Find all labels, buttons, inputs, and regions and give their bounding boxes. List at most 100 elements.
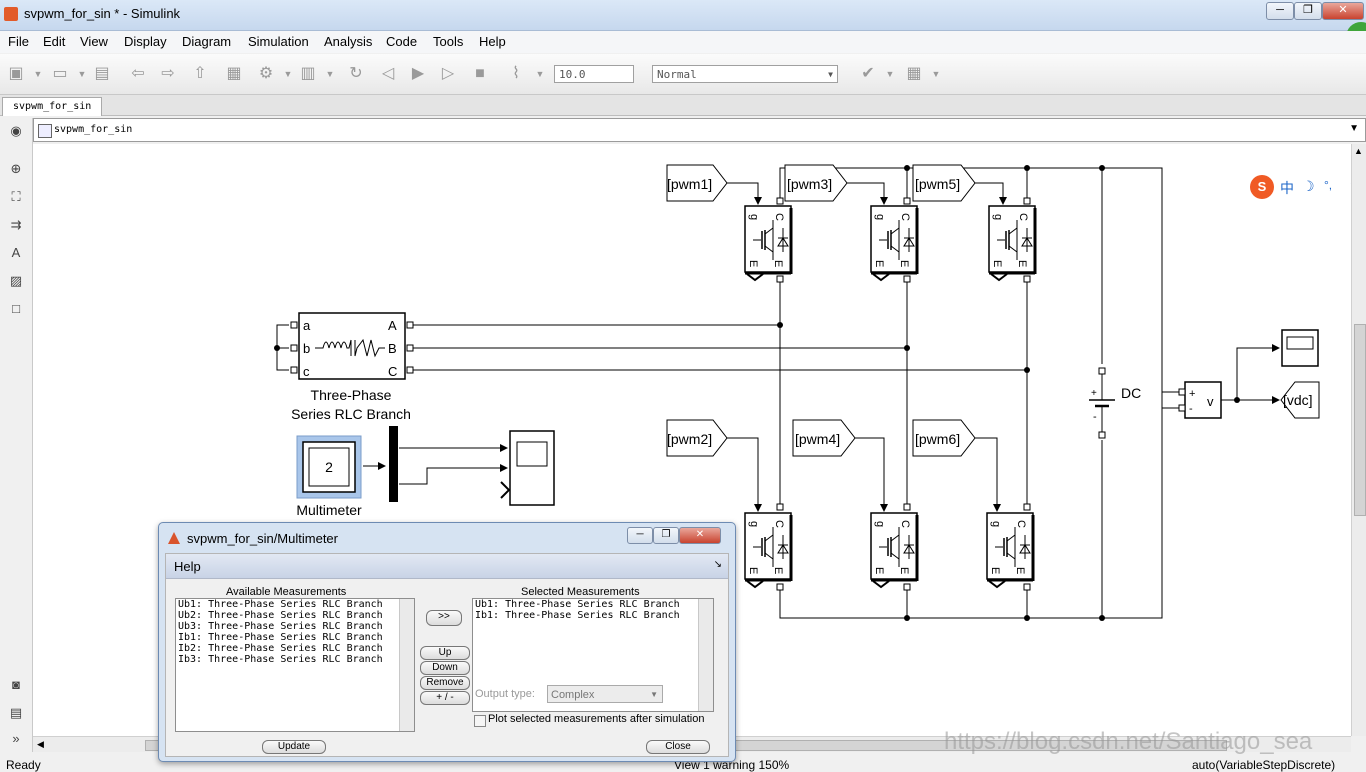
chevron-down-icon[interactable]: ▼ — [931, 69, 941, 79]
chevron-down-icon[interactable]: ▼ — [1349, 123, 1359, 134]
plot-after-simulation-checkbox[interactable] — [474, 715, 486, 727]
scroll-up-arrow-icon[interactable]: ▲ — [1354, 146, 1363, 156]
scope-block-2[interactable] — [1281, 329, 1319, 367]
arrows-icon[interactable]: ⇉ — [10, 217, 22, 232]
igbt-1[interactable] — [743, 204, 793, 282]
menu-display[interactable]: Display — [124, 34, 167, 49]
save-icon[interactable]: ▤ — [94, 65, 110, 82]
move-down-button[interactable]: Down — [420, 661, 470, 675]
model-explorer-icon[interactable]: ▥ — [300, 65, 316, 82]
multimeter-block[interactable]: 2 Multimeter — [296, 435, 362, 518]
stop-time-input[interactable]: 10.0 — [554, 65, 634, 83]
vertical-scrollbar[interactable]: ▲ — [1351, 144, 1366, 736]
list-item[interactable]: Ub3: Three-Phase Series RLC Branch — [178, 621, 383, 632]
chevron-down-icon[interactable]: ▼ — [33, 69, 43, 79]
loop-icon[interactable]: ↻ — [349, 65, 363, 82]
goto-tag-pwm1[interactable]: [pwm1] — [666, 164, 728, 202]
fit-view-icon[interactable]: ⛶ — [11, 189, 21, 204]
punctuation-icon[interactable]: °, — [1324, 178, 1333, 192]
igbt-5[interactable] — [987, 204, 1037, 282]
list-item[interactable]: Ib3: Three-Phase Series RLC Branch — [178, 654, 383, 665]
breadcrumb[interactable]: svpwm_for_sin ▼ — [33, 118, 1366, 142]
up-arrow-icon[interactable]: ⇧ — [193, 65, 207, 82]
remove-button[interactable]: Remove — [420, 676, 470, 690]
back-arrow-icon[interactable]: ⇦ — [131, 65, 145, 82]
list-item[interactable]: Ub1: Three-Phase Series RLC Branch — [475, 599, 680, 610]
goto-tag-pwm3[interactable]: [pwm3] — [784, 164, 848, 202]
new-model-icon[interactable]: ▣ — [8, 65, 24, 82]
available-measurements-list[interactable]: Ub1: Three-Phase Series RLC Branch Ub2: … — [175, 598, 415, 732]
scope-icon[interactable]: ⌇ — [512, 65, 520, 82]
plus-minus-button[interactable]: + / - — [420, 691, 470, 705]
menu-code[interactable]: Code — [386, 34, 418, 49]
goto-tag-pwm2[interactable]: [pwm2] — [666, 419, 728, 457]
step-back-icon[interactable]: ◁ — [381, 65, 395, 82]
step-forward-icon[interactable]: ▷ — [441, 65, 455, 82]
close-dialog-button[interactable]: Close — [646, 740, 710, 754]
add-measurement-button[interactable]: >> — [426, 610, 462, 626]
dialog-minimize-button[interactable]: ─ — [627, 527, 653, 544]
area-icon[interactable]: □ — [12, 301, 20, 316]
ime-toolbar[interactable]: S 中 ☽ °, ▼ — [1248, 174, 1366, 200]
menu-help[interactable]: Help — [479, 34, 506, 49]
move-up-button[interactable]: Up — [420, 646, 470, 660]
zoom-icon[interactable]: ⊕ — [10, 161, 22, 176]
forward-arrow-icon[interactable]: ⇨ — [161, 65, 175, 82]
igbt-3[interactable] — [869, 204, 919, 282]
chevron-down-icon[interactable]: ▼ — [535, 69, 545, 79]
open-folder-icon[interactable]: ▭ — [52, 65, 68, 82]
scope-block-1[interactable] — [500, 430, 555, 506]
list-item[interactable]: Ib1: Three-Phase Series RLC Branch — [475, 610, 680, 621]
three-phase-rlc-block[interactable]: a b c A B C Three-Phase Series RLC Branc… — [290, 312, 414, 422]
igbt-4[interactable] — [869, 511, 919, 589]
run-icon[interactable]: ▶ — [411, 65, 425, 82]
goto-tag-pwm4[interactable]: [pwm4] — [792, 419, 856, 457]
camera-icon[interactable]: ◙ — [12, 677, 20, 692]
tab-svpwm-for-sin[interactable]: svpwm_for_sin — [2, 97, 103, 116]
help-menu[interactable]: Help — [174, 559, 201, 574]
igbt-6[interactable] — [985, 511, 1035, 589]
update-button[interactable]: Update — [262, 740, 326, 754]
annotation-icon[interactable]: A — [11, 245, 21, 260]
menu-analysis[interactable]: Analysis — [324, 34, 373, 49]
dc-voltage-source[interactable]: + - DC — [1089, 367, 1141, 439]
goto-tag-pwm6[interactable]: [pwm6] — [912, 419, 976, 457]
library-browser-icon[interactable]: ▦ — [226, 65, 242, 82]
menu-view[interactable]: View — [80, 34, 108, 49]
goto-tag-vdc[interactable]: [vdc] — [1280, 381, 1320, 419]
selected-measurements-list[interactable]: Ub1: Three-Phase Series RLC Branch Ib1: … — [472, 598, 714, 712]
close-button[interactable]: ✕ — [1322, 2, 1364, 20]
output-type-select[interactable]: Complex ▼ — [547, 685, 663, 703]
check-icon[interactable]: ✔ — [861, 65, 875, 82]
list-item[interactable]: Ub1: Three-Phase Series RLC Branch — [178, 599, 383, 610]
list-item[interactable]: Ib1: Three-Phase Series RLC Branch — [178, 632, 383, 643]
dock-arrow-icon[interactable]: ↘ — [713, 559, 722, 570]
gear-icon[interactable]: ⚙ — [258, 65, 274, 82]
chevron-down-icon[interactable]: ▼ — [283, 69, 293, 79]
dialog-close-button[interactable]: ✕ — [679, 527, 721, 544]
list-item[interactable]: Ub2: Three-Phase Series RLC Branch — [178, 610, 383, 621]
voltage-measurement-block[interactable]: + - v — [1178, 381, 1222, 419]
menu-tools[interactable]: Tools — [433, 34, 464, 49]
menu-edit[interactable]: Edit — [43, 34, 66, 49]
minimize-button[interactable]: ─ — [1266, 2, 1294, 20]
menu-simulation[interactable]: Simulation — [248, 34, 309, 49]
goto-tag-pwm5[interactable]: [pwm5] — [912, 164, 976, 202]
menu-diagram[interactable]: Diagram — [182, 34, 232, 49]
demux-bar[interactable] — [389, 426, 398, 502]
maximize-button[interactable]: ❐ — [1294, 2, 1322, 20]
list-scrollbar[interactable] — [399, 599, 414, 731]
hide-browser-icon[interactable]: ◉ — [10, 123, 22, 138]
igbt-2[interactable] — [743, 511, 793, 589]
simulation-mode-select[interactable]: Normal ▼ — [652, 65, 838, 83]
list-item[interactable]: Ib2: Three-Phase Series RLC Branch — [178, 643, 383, 654]
chevron-down-icon[interactable]: ▼ — [885, 69, 895, 79]
build-icon[interactable]: ▦ — [906, 65, 922, 82]
model-browser-icon[interactable]: ▤ — [9, 705, 23, 720]
dialog-maximize-button[interactable]: ❐ — [653, 527, 679, 544]
scroll-thumb[interactable] — [1354, 324, 1366, 516]
image-icon[interactable]: ▨ — [9, 273, 23, 288]
chevron-down-icon[interactable]: ▼ — [325, 69, 335, 79]
moon-icon[interactable]: ☽ — [1302, 178, 1315, 194]
stop-icon[interactable]: ■ — [475, 65, 485, 82]
